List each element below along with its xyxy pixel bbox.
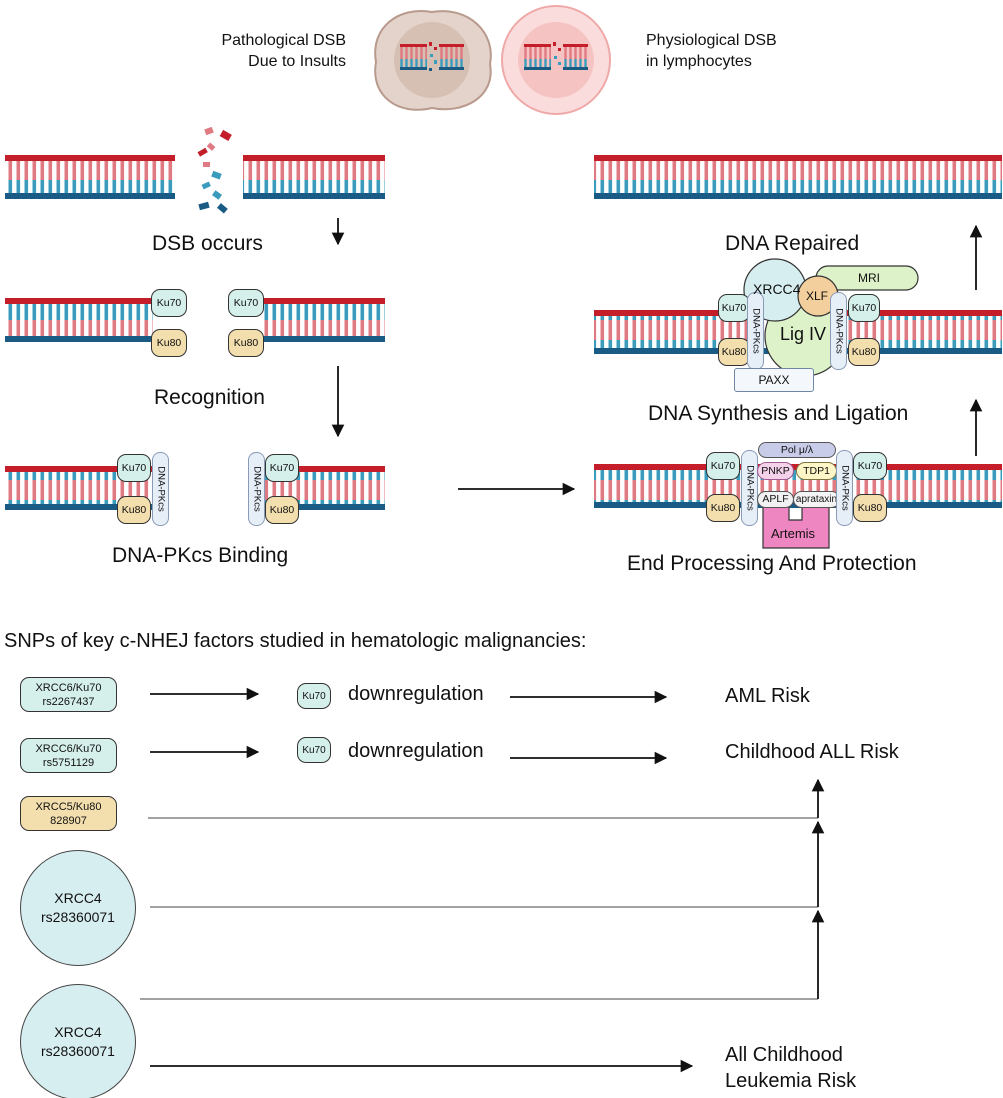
ku70-bind-right: Ku70 (265, 454, 299, 482)
ku80-proc-right: Ku80 (853, 494, 887, 522)
snp-2-gene: XRCC6/Ku70 (35, 742, 102, 755)
ku70-lig-left: Ku70 (718, 294, 750, 322)
snp-4-id: rs28360071 (41, 909, 115, 925)
step-recognition: Recognition (154, 386, 265, 409)
ku70-recog-left: Ku70 (151, 289, 187, 317)
snp-heading: SNPs of key c-NHEJ factors studied in he… (4, 630, 587, 652)
dnapkcs-bind-left-label: DNA-PKcs (155, 466, 166, 512)
xrcc4-label: XRCC4 (753, 281, 801, 297)
snp-2-id: rs5751129 (42, 756, 95, 769)
pol-mu-lambda: Pol μ/λ (758, 442, 836, 458)
ku80-bind-right: Ku80 (265, 496, 299, 524)
ku80-proc-left: Ku80 (706, 494, 740, 522)
snp-connectors (140, 687, 825, 1073)
dnapkcs-lig-right-label: DNA-PKcs (833, 308, 844, 354)
snp-circle-5: XRCC4 rs28360071 (20, 984, 136, 1098)
snp-4-gene: XRCC4 (54, 890, 102, 906)
snp-3-id: 828907 (50, 814, 87, 827)
physiological-cell-icon (501, 5, 611, 115)
xlf-label: XLF (806, 289, 829, 303)
dna-left-3b (250, 466, 385, 510)
aplf-protein: APLF (757, 491, 794, 508)
dnapkcs-lig-right: DNA-PKcs (830, 292, 847, 370)
pnkp-protein: PNKP (757, 462, 794, 480)
snp-1-gene: XRCC6/Ku70 (35, 681, 102, 694)
step-dsb-occurs: DSB occurs (152, 232, 263, 255)
ku70-proc-right: Ku70 (853, 452, 887, 480)
dnapkcs-bind-left: DNA-PKcs (152, 452, 169, 526)
dna-broken-left-1 (5, 155, 175, 199)
downregulation-2: downregulation (348, 740, 484, 762)
artemis-label: Artemis (771, 526, 816, 541)
ku80-lig-right: Ku80 (848, 338, 880, 366)
ku70-proc-left: Ku70 (706, 452, 740, 480)
physiological-line-2: in lymphocytes (646, 53, 752, 70)
ku80-recog-right: Ku80 (228, 329, 264, 357)
downregulation-1: downregulation (348, 683, 484, 705)
dnapkcs-bind-right-label: DNA-PKcs (251, 466, 262, 512)
paxx-protein: PAXX (734, 368, 814, 392)
dnapkcs-proc-left-label: DNA-PKcs (744, 465, 755, 511)
dna-repaired-strand (594, 155, 1002, 199)
pathological-line-1: Pathological DSB (221, 32, 346, 49)
step-dnapkcs-binding: DNA-PKcs Binding (112, 544, 289, 567)
snp-box-1: XRCC6/Ku70 rs2267437 (20, 677, 117, 712)
outcome-all-leukemia-line-1: All Childhood (725, 1044, 843, 1066)
aprataxin-protein: aprataxin (793, 491, 840, 508)
dnapkcs-proc-left: DNA-PKcs (741, 450, 758, 526)
outcome-all-leukemia: All Childhood Leukemia Risk (725, 1042, 856, 1094)
dna-fragments (197, 126, 232, 214)
snp-circle-4: XRCC4 rs28360071 (20, 850, 136, 966)
step-dna-repaired: DNA Repaired (725, 232, 860, 255)
dnapkcs-proc-right-label: DNA-PKcs (839, 465, 850, 511)
pathological-dsb-label: Pathological DSB Due to Insults (221, 30, 346, 72)
ku70-effect-1: Ku70 (297, 683, 331, 709)
outcome-childhood-all: Childhood ALL Risk (725, 741, 899, 763)
dna-left-2a (5, 298, 153, 342)
snp-5-gene: XRCC4 (54, 1024, 102, 1040)
ku70-effect-2: Ku70 (297, 737, 331, 763)
step-synthesis-ligation: DNA Synthesis and Ligation (648, 402, 909, 425)
dna-left-2b (262, 298, 385, 342)
tdp1-protein: TDP1 (796, 462, 837, 480)
ku80-lig-left: Ku80 (718, 338, 750, 366)
ku80-bind-left: Ku80 (117, 496, 151, 524)
physiological-line-1: Physiological DSB (646, 32, 777, 49)
dnapkcs-lig-left: DNA-PKcs (747, 292, 764, 370)
snp-3-gene: XRCC5/Ku80 (35, 800, 102, 813)
snp-box-2: XRCC6/Ku70 rs5751129 (20, 738, 117, 773)
lig4-label: Lig IV (780, 324, 827, 344)
snp-5-id: rs28360071 (41, 1043, 115, 1059)
physiological-dsb-label: Physiological DSB in lymphocytes (646, 30, 777, 72)
pathological-line-2: Due to Insults (248, 53, 346, 70)
ku70-bind-left: Ku70 (117, 454, 151, 482)
snp-1-id: rs2267437 (42, 695, 95, 708)
step-end-processing: End Processing And Protection (627, 552, 917, 575)
ku70-lig-right: Ku70 (848, 294, 880, 322)
dnapkcs-bind-right: DNA-PKcs (248, 452, 265, 526)
dna-broken-right-1 (243, 155, 385, 199)
dnapkcs-lig-left-label: DNA-PKcs (750, 308, 761, 354)
pathological-cell-icon (374, 10, 492, 111)
ku80-recog-left: Ku80 (151, 329, 187, 357)
outcome-aml: AML Risk (725, 685, 810, 707)
outcome-all-leukemia-line-2: Leukemia Risk (725, 1070, 857, 1092)
mri-label: MRI (858, 271, 880, 285)
pathway-arrows (331, 218, 983, 496)
dnapkcs-proc-right: DNA-PKcs (836, 450, 853, 526)
ku70-recog-right: Ku70 (228, 289, 264, 317)
snp-box-3: XRCC5/Ku80 828907 (20, 796, 117, 831)
